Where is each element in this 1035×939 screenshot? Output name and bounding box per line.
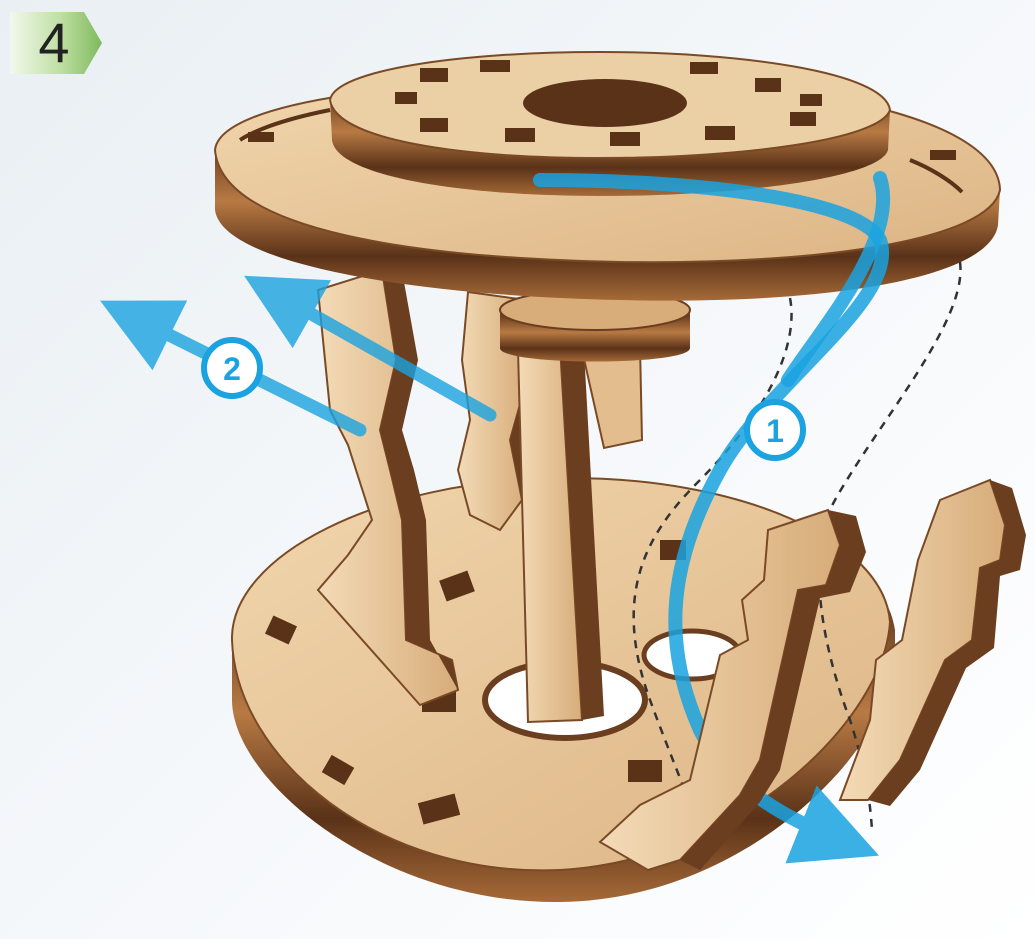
marker-1-label: 1 bbox=[766, 413, 784, 449]
center-hub bbox=[500, 290, 690, 362]
lid-slot bbox=[690, 62, 718, 74]
lid-slot bbox=[480, 60, 510, 72]
lid-slot bbox=[755, 78, 781, 92]
lid-slot bbox=[930, 150, 956, 160]
lid-center-hole bbox=[523, 79, 687, 127]
lid-slot bbox=[505, 128, 535, 142]
lid-slot bbox=[790, 112, 816, 126]
lid-slot bbox=[420, 118, 448, 132]
arrow-2: 2 bbox=[135, 295, 490, 430]
lid-slot bbox=[420, 68, 448, 82]
lid-slot bbox=[705, 126, 735, 140]
lid-slot bbox=[610, 132, 640, 146]
lid-slot bbox=[248, 132, 274, 142]
base-slot bbox=[628, 760, 662, 782]
marker-2-label: 2 bbox=[223, 351, 241, 387]
lid-slot bbox=[800, 94, 822, 106]
lid-slot bbox=[395, 92, 417, 104]
